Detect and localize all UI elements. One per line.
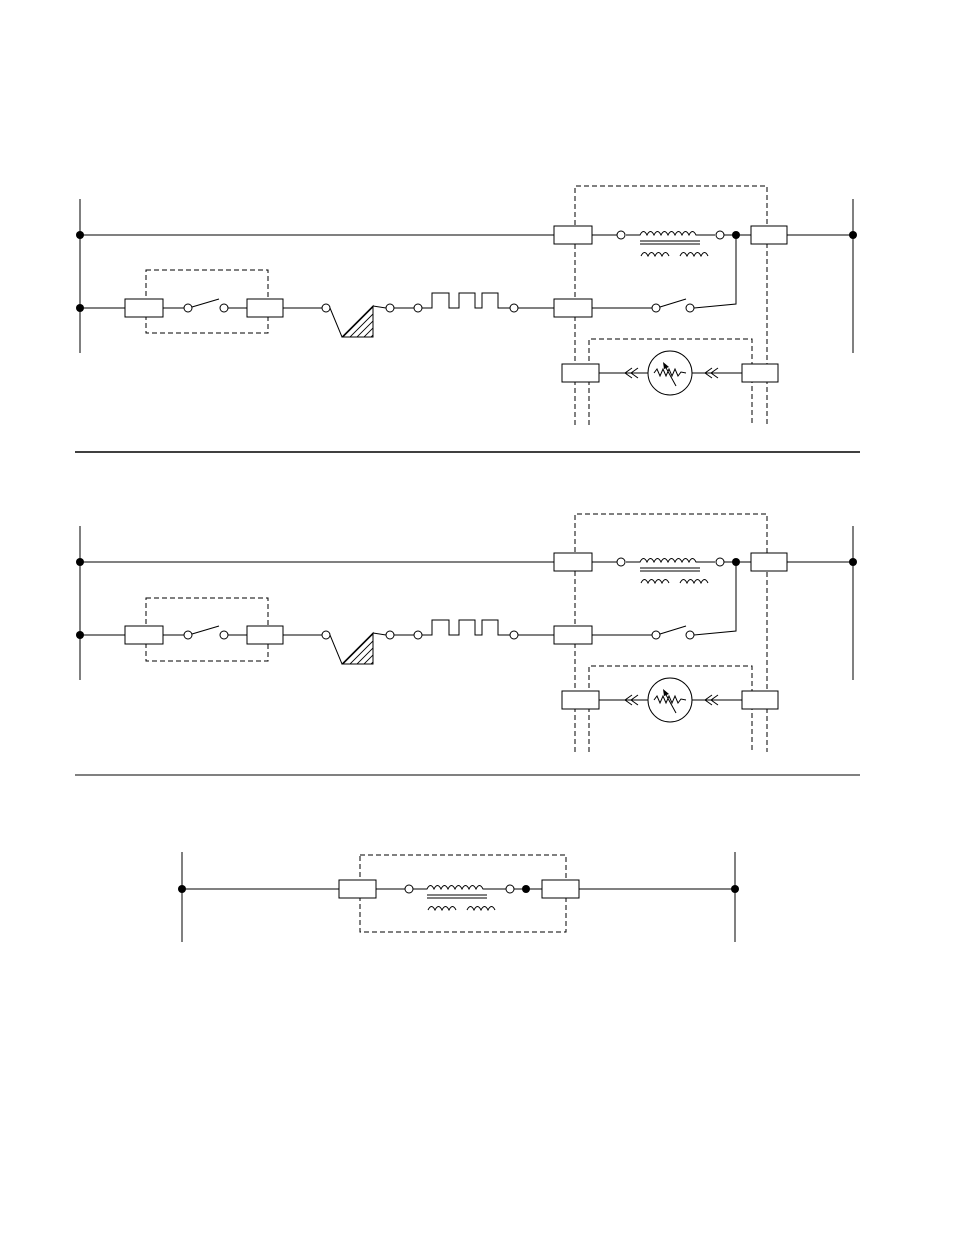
sensor-gauge-icon — [648, 678, 692, 722]
switch-contact — [652, 304, 660, 312]
terminal-block — [751, 226, 787, 244]
panel-1 — [76, 186, 857, 425]
terminal-block — [562, 364, 599, 382]
terminal-ring — [414, 631, 422, 639]
terminal-block — [554, 626, 592, 644]
junction-dot — [76, 231, 84, 239]
junction-dot — [849, 231, 857, 239]
junction-dot — [76, 631, 84, 639]
switch-contact — [220, 304, 228, 312]
switch-blade — [192, 299, 219, 307]
terminal-block — [247, 626, 283, 644]
switch-blade — [660, 626, 686, 634]
terminal-ring — [405, 885, 413, 893]
hatched-ground-icon — [330, 633, 373, 664]
switch-contact — [652, 631, 660, 639]
wire — [694, 235, 736, 308]
coil-with-core-icon — [413, 886, 506, 911]
coil-enclosure — [360, 855, 566, 932]
terminal-ring — [617, 231, 625, 239]
junction-dot — [76, 558, 84, 566]
switch-contact — [686, 304, 694, 312]
terminal-block — [339, 880, 376, 898]
wire — [373, 633, 386, 635]
terminal-ring — [322, 304, 330, 312]
switch-contact — [184, 304, 192, 312]
terminal-ring — [506, 885, 514, 893]
terminal-block — [125, 299, 163, 317]
terminal-block — [554, 299, 592, 317]
junction-dot — [731, 885, 739, 893]
terminal-block — [751, 553, 787, 571]
terminal-block — [542, 880, 579, 898]
wire — [373, 306, 386, 308]
terminal-ring — [510, 304, 518, 312]
terminal-block — [742, 691, 778, 709]
terminal-ring — [386, 304, 394, 312]
coil-with-core-icon — [626, 232, 715, 257]
terminal-ring — [322, 631, 330, 639]
hatched-ground-icon — [330, 306, 373, 337]
terminal-block — [562, 691, 599, 709]
terminal-ring — [510, 631, 518, 639]
terminal-block — [554, 226, 592, 244]
junction-dot — [849, 558, 857, 566]
junction-dot — [178, 885, 186, 893]
terminal-block — [125, 626, 163, 644]
junction-dot — [76, 304, 84, 312]
switch-contact — [220, 631, 228, 639]
terminal-block — [247, 299, 283, 317]
terminal-block — [742, 364, 778, 382]
terminal-ring — [617, 558, 625, 566]
coil-with-core-icon — [626, 559, 715, 584]
terminal-block — [554, 553, 592, 571]
heater-element-icon — [422, 293, 510, 308]
switch-contact — [686, 631, 694, 639]
switch-contact — [184, 631, 192, 639]
terminal-ring — [386, 631, 394, 639]
terminal-ring — [414, 304, 422, 312]
panel-3 — [178, 852, 739, 942]
panel-2 — [76, 514, 857, 752]
junction-dot — [522, 885, 530, 893]
terminal-ring — [716, 231, 724, 239]
wire — [694, 562, 736, 635]
switch-blade — [660, 299, 686, 307]
switch-blade — [192, 626, 219, 634]
heater-element-icon — [422, 620, 510, 635]
terminal-ring — [716, 558, 724, 566]
sensor-gauge-icon — [648, 351, 692, 395]
